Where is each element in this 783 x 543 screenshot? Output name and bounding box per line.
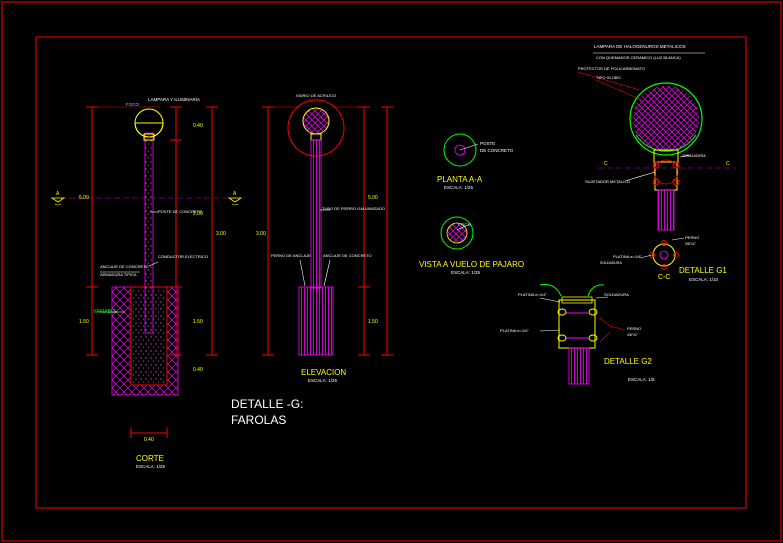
vista-note: FOCO [458, 222, 471, 227]
corte-view [60, 106, 236, 438]
g1-note-perno-size: 3/8"x1" [685, 242, 697, 246]
planta-scale: ESCALA: 1/25 [444, 185, 474, 190]
elevacion-view [262, 99, 393, 356]
corte-scale: ESCALA: 1/25 [136, 464, 166, 469]
g1-note-tipo: TIPO GLOBO [596, 75, 621, 80]
title-line2: FAROLAS [231, 413, 286, 427]
g1-note-abrazadera: ABRAZADERA [682, 154, 706, 158]
corte-dim-right-mid: 2.00 [193, 211, 203, 217]
g1-title2: CON QUEMADOR CERAMICO (LUZ BLANCA) [596, 55, 681, 60]
g2-note-platina-top: PLATINA e=1/4" [518, 292, 547, 297]
elevacion-note-pole: TUBO DE FIERRO GALVANIZADO [322, 206, 385, 211]
title-line1: DETALLE -G: [231, 397, 303, 411]
g2-note-soldadura: SOLDADURA [604, 292, 629, 297]
planta-view [443, 133, 479, 167]
corte-dim-left-low: 1.50 [79, 319, 89, 325]
elevacion-dim-right-top: 5.00 [368, 195, 378, 201]
vista-caption: VISTA A VUELO DE PAJARO [419, 260, 524, 269]
g1-note-soldadura: SOLDADURA [600, 261, 622, 265]
planta-caption: PLANTA A-A [437, 175, 483, 184]
corte-note-base1: ANCLAJE DE CONCRETO [100, 264, 149, 269]
g1-note-platina: PLATINA e=1/4" [613, 254, 642, 259]
g1-mark-left: C [604, 161, 608, 167]
g2-note-perno: PERNO [627, 326, 641, 331]
corte-note-ground: VARIABLE [93, 309, 118, 315]
g1-note-protector: PROTECTOR DE POLICARBONATO [578, 66, 645, 71]
section-mark-a-right [227, 197, 243, 206]
g2-note-perno-size: 3/8"x1" [627, 333, 639, 337]
elevacion-caption: ELEVACION [301, 368, 346, 377]
g1-caption: DETALLE G1 [679, 266, 727, 275]
g1-title1: LAMPARA DE HALOGENUROS METALICOS [594, 44, 686, 49]
vista-view [440, 216, 474, 250]
elevacion-note-left: PERNO DE ANCLAJE [271, 253, 311, 258]
g1-note-sujetador: SUJETADOR METALICO [585, 179, 630, 184]
g1-section: C-C [658, 274, 670, 281]
corte-note-globe: FOCO [126, 102, 139, 107]
corte-dim-base: 0.40 [144, 437, 154, 443]
corte-dim-right-bottom: 0.40 [193, 367, 203, 373]
elevacion-note-right: ANCLAJE DE CONCRETO [323, 253, 372, 258]
corte-note-base2: ARMADURA TIPICA [100, 272, 137, 277]
g2-caption: DETALLE G2 [604, 357, 652, 366]
inner-frame [35, 36, 747, 509]
corte-note-top: LAMPARA Y ILUMINARIA [148, 97, 200, 102]
section-mark-a-left [50, 197, 66, 206]
corte-dim-right-low: 1.50 [193, 319, 203, 325]
g2-scale: ESCALA: 1/5 [628, 377, 655, 382]
section-label-a-right: A [233, 191, 237, 197]
planta-note2: DE CONCRETO [480, 148, 514, 153]
section-label-a-left: A [56, 191, 60, 197]
detalle-g1-view [577, 52, 736, 270]
elevacion-note-top: VIDRIO DE ACRILICO [296, 93, 336, 98]
g1-mark-right: C [726, 161, 730, 167]
corte-dim-right-top: 0.40 [193, 123, 203, 129]
vista-scale: ESCALA: 1/25 [451, 270, 481, 275]
corte-dim-left: 5.00 [79, 195, 89, 201]
corte-dim-total: 3.00 [216, 231, 226, 237]
planta-note1: POSTE [480, 141, 495, 146]
g1-note-perno: PERNO [685, 235, 699, 240]
elevacion-dim-right-low: 1.50 [368, 319, 378, 325]
detalle-g2-view [539, 284, 626, 385]
g2-note-platina-left: PLATINA e=1/4" [500, 328, 529, 333]
elevacion-dim-left: 3.00 [256, 231, 266, 237]
corte-note-pole: POSTE DE CONCRETO [158, 209, 202, 214]
corte-caption: CORTE [136, 454, 164, 463]
elevacion-scale: ESCALA: 1/25 [308, 378, 338, 383]
g1-scale: ESCALA: 1/10 [689, 277, 719, 282]
corte-note-conduit: CONDUCTOR ELECTRICO [158, 254, 208, 259]
